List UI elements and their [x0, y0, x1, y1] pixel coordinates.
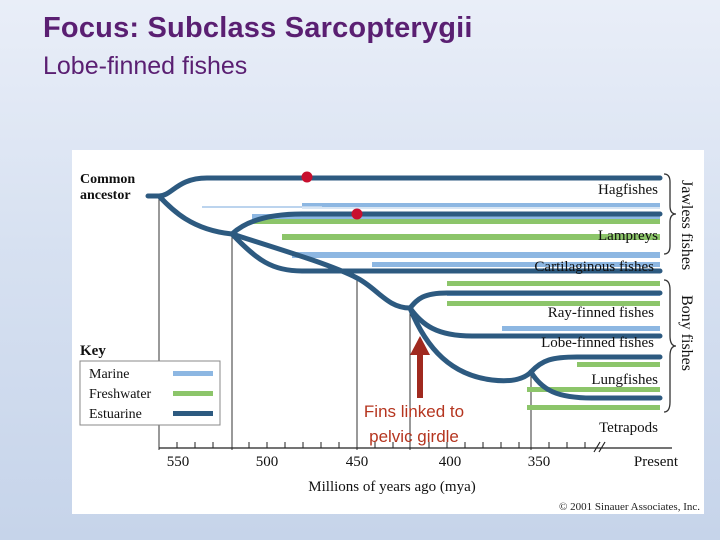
band-hagfish-marine — [302, 203, 660, 209]
phylogeny-branches — [145, 175, 663, 401]
axis-ticks — [176, 442, 586, 448]
key-swatch-marine — [173, 371, 213, 376]
event-dot-hagfish — [301, 171, 313, 183]
group-label-bony: Bony fishes — [678, 295, 695, 371]
taxon-lobefinned: Lobe-finned fishes — [541, 335, 654, 351]
annotation-line-2: pelvic girdle — [369, 427, 459, 446]
key-label-freshwater: Freshwater — [89, 387, 152, 402]
branch-vertebrates — [156, 193, 235, 237]
annotation-arrow — [410, 336, 430, 398]
key-legend: Key Marine Freshwater Estuarine — [79, 343, 221, 426]
taxon-hagfishes: Hagfishes — [598, 182, 658, 198]
group-label-jawless: Jawless fishes — [678, 180, 695, 270]
arrow-head — [410, 336, 430, 355]
band-lamprey-freshwater-2 — [282, 234, 660, 240]
brace-bony — [663, 279, 677, 413]
phylogeny-figure: Key Marine Freshwater Estuarine — [72, 150, 704, 514]
slide-title: Focus: Subclass Sarcopterygii — [43, 12, 473, 44]
branch-lungfishes — [528, 354, 663, 375]
taxon-labels: Hagfishes Lampreys Cartilaginous fishes … — [534, 182, 658, 436]
branch-tetrapods — [528, 369, 663, 401]
tick-label-400: 400 — [439, 454, 462, 470]
key-title: Key — [80, 343, 106, 359]
band-rayfinned-freshwater-2 — [447, 301, 660, 306]
annotation-line-1: Fins linked to — [364, 402, 464, 421]
tick-label-350: 350 — [528, 454, 551, 470]
branch-rayfinned — [407, 290, 663, 311]
group-braces — [663, 173, 677, 413]
band-cartilaginous-marine-2 — [372, 262, 660, 267]
key-label-estuarine: Estuarine — [89, 407, 142, 422]
axis-title: Millions of years ago (mya) — [308, 479, 475, 495]
tick-label-present: Present — [634, 454, 679, 470]
band-tetrapod-freshwater-2 — [527, 405, 660, 410]
brace-jawless — [663, 173, 677, 255]
branch-sarcopterygii — [407, 305, 534, 384]
tick-label-450: 450 — [346, 454, 369, 470]
time-axis: 550 500 450 400 350 Present Millions of … — [159, 441, 679, 495]
band-tetrapod-freshwater — [527, 387, 660, 392]
axis-tick-labels: 550 500 450 400 350 Present — [167, 454, 679, 470]
event-dot-lamprey — [351, 208, 363, 220]
branch-lampreys — [229, 211, 663, 237]
taxon-lungfishes: Lungfishes — [591, 372, 658, 388]
band-lungfish-freshwater — [577, 362, 660, 367]
key-swatch-estuarine — [173, 411, 213, 416]
branch-hagfishes — [145, 175, 663, 199]
band-cartilaginous-marine — [292, 252, 660, 258]
phylogeny-diagram: Key Marine Freshwater Estuarine — [79, 171, 700, 513]
branch-gnathostomes — [229, 231, 413, 311]
tick-label-550: 550 — [167, 454, 190, 470]
band-rayfinned-freshwater — [447, 281, 660, 286]
taxon-rayfinned: Ray-finned fishes — [548, 305, 654, 321]
axis-break-icon — [593, 441, 606, 453]
branch-cartilaginous — [229, 231, 663, 274]
common-ancestor-label: Common ancestor — [80, 172, 139, 203]
copyright-notice: © 2001 Sinauer Associates, Inc. — [559, 501, 700, 513]
key-label-marine: Marine — [89, 367, 129, 382]
slide-subtitle: Lobe-finned fishes — [43, 52, 248, 80]
taxon-cartilaginous: Cartilaginous fishes — [534, 259, 654, 275]
taxon-tetrapods: Tetrapods — [599, 420, 658, 436]
arrow-shaft — [417, 355, 423, 398]
annotation-text: Fins linked to pelvic girdle — [364, 402, 464, 446]
band-hagfish-marine-fade — [202, 206, 322, 208]
band-hagfish-marine-edge — [302, 207, 660, 209]
band-lamprey-freshwater — [252, 219, 660, 224]
key-swatch-freshwater — [173, 391, 213, 396]
band-lobefinned-marine — [502, 326, 660, 331]
band-lamprey-marine — [252, 214, 660, 220]
taxon-lampreys: Lampreys — [598, 228, 658, 244]
tick-label-500: 500 — [256, 454, 279, 470]
